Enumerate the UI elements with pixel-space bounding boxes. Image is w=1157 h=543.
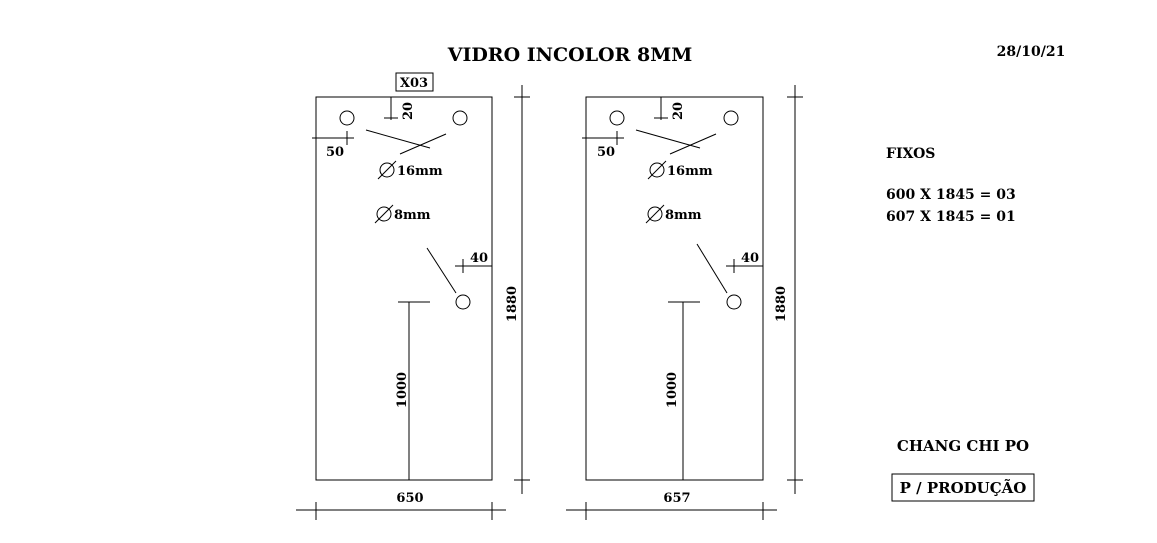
panel-outline (315, 96, 493, 481)
offset-right-label: 40 (741, 251, 759, 266)
summary-line-1: 600 X 1845 = 03 (886, 187, 1016, 203)
offset-left-label: 50 (597, 145, 615, 160)
page-title: VIDRO INCOLOR 8MM (447, 44, 693, 66)
offset-top-label: 20 (401, 102, 416, 120)
author-name: CHANG CHI PO (897, 437, 1029, 455)
hole-top-right (723, 110, 739, 126)
date-label: 28/10/21 (997, 44, 1066, 60)
hole-large-label: 16mm (397, 164, 443, 179)
panel-outline (585, 96, 764, 481)
width-label: 657 (663, 491, 690, 506)
hole-small-label: 8mm (394, 208, 431, 223)
stamp-box (891, 473, 1035, 502)
offset-left-label: 50 (326, 145, 344, 160)
hole-small-label: 8mm (665, 208, 702, 223)
code-box (395, 72, 434, 92)
glass-panel-2: 20 50 16mm 8mm 40 1000 1880 (566, 85, 803, 520)
hole-top-right (452, 110, 468, 126)
code-label: X03 (400, 76, 428, 91)
handle-height-label: 1000 (395, 372, 410, 408)
handle-height-label: 1000 (665, 372, 680, 408)
height-label: 1880 (505, 286, 520, 322)
hole-top-left (339, 110, 355, 126)
hole-top-left (609, 110, 625, 126)
summary-heading: FIXOS (886, 146, 935, 162)
hole-handle (455, 294, 471, 310)
height-label: 1880 (774, 286, 789, 322)
hole-large-label: 16mm (667, 164, 713, 179)
offset-right-label: 40 (470, 251, 488, 266)
summary-line-2: 607 X 1845 = 01 (886, 209, 1016, 225)
glass-panel-1: 20 50 16mm 8mm 40 1000 1880 (296, 85, 530, 520)
hole-handle (726, 294, 742, 310)
offset-top-label: 20 (671, 102, 686, 120)
stamp-label: P / PRODUÇÃO (900, 478, 1027, 497)
width-label: 650 (396, 491, 423, 506)
